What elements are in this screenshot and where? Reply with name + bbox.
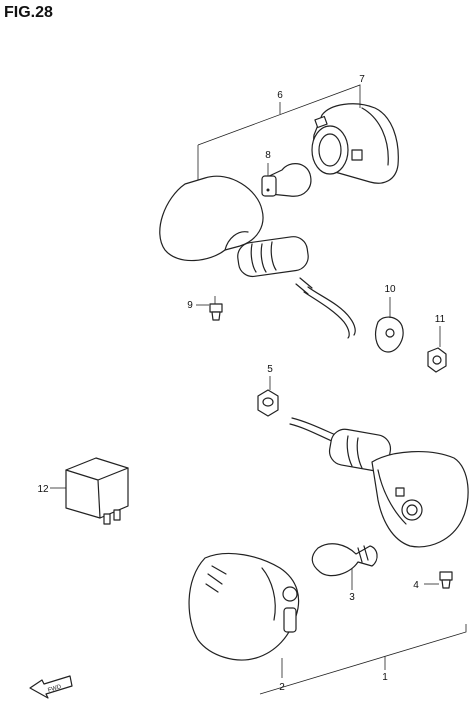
fwd-label: FWD bbox=[47, 684, 62, 694]
washer bbox=[375, 316, 404, 353]
callout-1: 1 bbox=[382, 672, 388, 683]
housing-lower bbox=[289, 417, 469, 548]
lens-upper bbox=[159, 175, 356, 339]
callout-10: 10 bbox=[384, 284, 396, 295]
callout-2: 2 bbox=[279, 682, 285, 693]
relay bbox=[65, 457, 129, 525]
callout-6: 6 bbox=[277, 90, 283, 101]
bulb-lower bbox=[311, 543, 378, 577]
lens-lower bbox=[188, 552, 300, 661]
figure-title: FIG.28 bbox=[4, 4, 53, 21]
callout-7: 7 bbox=[359, 74, 365, 85]
housing-upper bbox=[311, 103, 399, 184]
screw-lower bbox=[439, 571, 453, 589]
callout-5: 5 bbox=[267, 364, 273, 375]
forward-arrow-icon bbox=[29, 675, 73, 699]
callout-4: 4 bbox=[413, 580, 419, 591]
callout-9: 9 bbox=[187, 300, 193, 311]
bracket-group-1 bbox=[259, 624, 467, 695]
callout-3: 3 bbox=[349, 592, 355, 603]
nut-upper bbox=[427, 347, 447, 373]
bulb-upper bbox=[261, 163, 312, 197]
screw-upper bbox=[209, 296, 223, 321]
callout-12: 12 bbox=[37, 484, 49, 495]
callout-8: 8 bbox=[265, 150, 271, 161]
callout-11: 11 bbox=[435, 314, 446, 325]
nut-lower bbox=[257, 389, 279, 417]
